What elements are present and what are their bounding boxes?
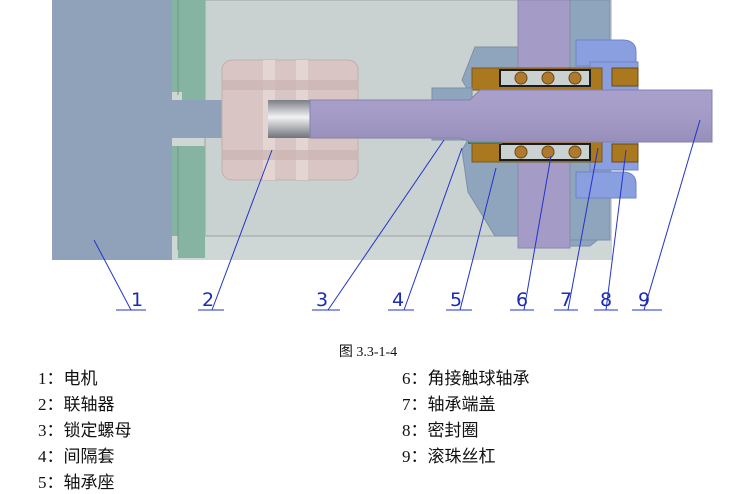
legend-left-column: 1：电机 2：联轴器 3：锁定螺母 4：间隔套 5：轴承座 xyxy=(38,366,132,494)
callout-7: 7 xyxy=(560,289,572,311)
coupling-spacer xyxy=(268,100,310,138)
callout-9: 9 xyxy=(638,289,650,311)
legend-number: 1 xyxy=(38,369,47,388)
assembly-drawing: 1 2 3 4 5 6 7 8 9 xyxy=(52,0,713,311)
legend-item: 2：联轴器 xyxy=(38,392,132,418)
legend-text: 角接触球轴承 xyxy=(427,369,530,389)
motor-flange-lower xyxy=(172,146,205,258)
legend-item: 6：角接触球轴承 xyxy=(402,366,530,392)
legend-item: 7：轴承端盖 xyxy=(402,392,530,418)
legend-number: 2 xyxy=(38,395,47,414)
bearing-balls xyxy=(514,71,582,159)
legend-item: 8：密封圈 xyxy=(402,418,530,444)
legend-text: 滚珠丝杠 xyxy=(427,447,496,467)
mount-plate-bolt-head xyxy=(575,39,637,67)
legend-number: 3 xyxy=(38,421,47,440)
legend-text: 间隔套 xyxy=(63,447,115,467)
legend-item: 5：轴承座 xyxy=(38,470,132,494)
legend-item: 1：电机 xyxy=(38,366,132,392)
callout-6: 6 xyxy=(516,289,528,311)
legend-separator: ： xyxy=(46,473,64,493)
legend-item: 9：滚珠丝杠 xyxy=(402,444,530,470)
leader-lines xyxy=(93,119,701,311)
legend-text: 轴承端盖 xyxy=(427,395,496,415)
legend-separator: ： xyxy=(46,447,64,467)
legend-separator: ： xyxy=(410,447,428,467)
callout-4: 4 xyxy=(392,289,404,311)
legend-item: 3：锁定螺母 xyxy=(38,418,132,444)
callout-3: 3 xyxy=(316,289,328,311)
legend-text: 轴承座 xyxy=(63,473,115,493)
motor-flange xyxy=(172,0,205,100)
legend-number: 8 xyxy=(402,421,411,440)
legend-text: 锁定螺母 xyxy=(63,421,132,441)
legend-number: 7 xyxy=(402,395,411,414)
callout-5: 5 xyxy=(450,289,462,311)
legend-separator: ： xyxy=(46,395,64,415)
callout-2: 2 xyxy=(202,289,214,311)
legend-separator: ： xyxy=(410,421,428,441)
callout-1: 1 xyxy=(131,289,143,311)
callout-8: 8 xyxy=(600,289,612,311)
legend-separator: ： xyxy=(410,395,428,415)
mount-plate-bolt-head-lower xyxy=(575,171,637,199)
figure-caption: 图 3.3-1-4 xyxy=(338,345,398,360)
legend-separator: ： xyxy=(46,421,64,441)
legend-separator: ： xyxy=(410,369,428,389)
seal-top xyxy=(611,67,639,87)
legend-number: 5 xyxy=(38,473,47,492)
legend-item: 4：间隔套 xyxy=(38,444,132,470)
ball-screw-shaft xyxy=(309,89,713,143)
legend-text: 电机 xyxy=(63,369,98,389)
legend-text: 密封圈 xyxy=(427,421,479,441)
legend-number: 6 xyxy=(402,369,411,388)
legend-number: 9 xyxy=(402,447,411,466)
legend-number: 4 xyxy=(38,447,47,466)
legend-separator: ： xyxy=(46,369,64,389)
legend-right-column: 6：角接触球轴承 7：轴承端盖 8：密封圈 9：滚珠丝杠 xyxy=(402,366,530,470)
legend-text: 联轴器 xyxy=(63,395,115,415)
motor-body xyxy=(52,0,172,260)
